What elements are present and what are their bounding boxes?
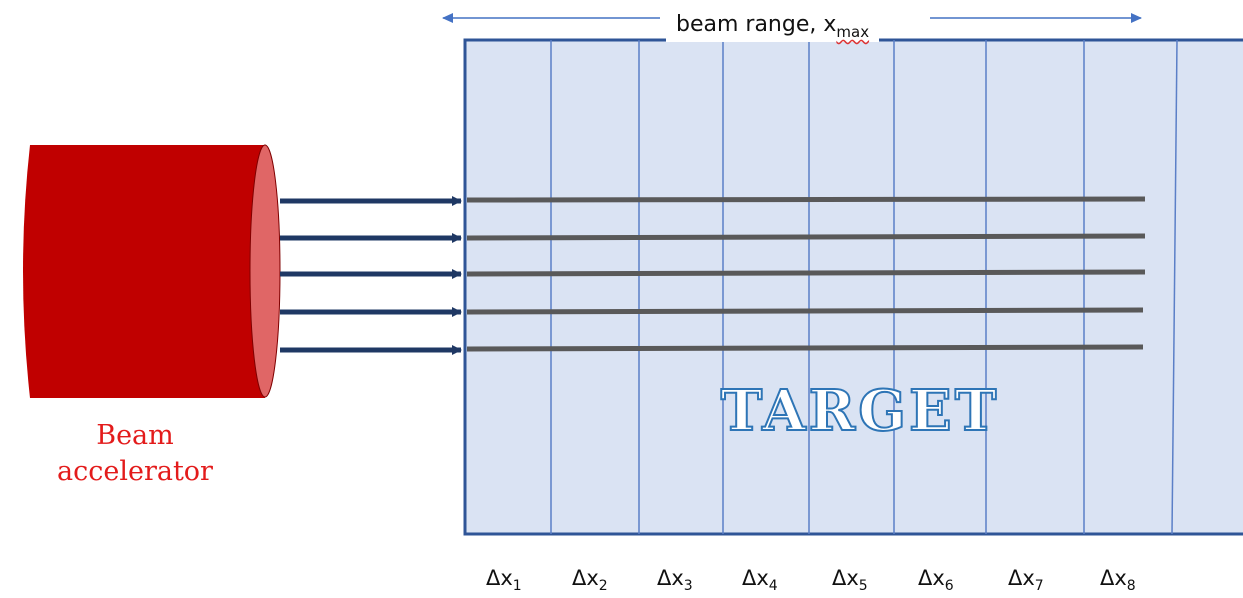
slice-label-subscript: 5 (858, 578, 868, 594)
beam (280, 233, 1146, 243)
beam-accelerator (23, 144, 281, 398)
slice-label-3: Δx3 (657, 566, 693, 594)
slice-label-text: Δx (1008, 566, 1035, 590)
slice-divider (1171, 39, 1178, 535)
beams (280, 196, 1146, 355)
slice-label-text: Δx (657, 566, 684, 590)
slice-label-8: Δx8 (1100, 566, 1136, 594)
slice-label-5: Δx5 (832, 566, 868, 594)
slice-label-7: Δx7 (1008, 566, 1044, 594)
accelerator-label-line1: Beam (96, 420, 174, 451)
slice-label-text: Δx (1100, 566, 1127, 590)
slice-label-text: Δx (918, 566, 945, 590)
beam-range-subscript: max (836, 23, 870, 41)
target-label: TARGET (720, 377, 1000, 445)
slice-label-text: Δx (486, 566, 513, 590)
accelerator-face (249, 144, 281, 398)
accelerator-label-line2: accelerator (57, 456, 213, 487)
slice-dividers (550, 39, 1178, 535)
slice-label-subscript: 4 (768, 578, 778, 594)
slice-label-text: Δx (742, 566, 769, 590)
slice-label-4: Δx4 (742, 566, 778, 594)
beam (280, 344, 1144, 355)
beam (280, 269, 1146, 279)
slice-label-text: Δx (572, 566, 599, 590)
slice-label-subscript: 3 (683, 578, 693, 594)
slice-label-subscript: 6 (944, 578, 954, 594)
accelerator-body (23, 145, 265, 398)
slice-label-2: Δx2 (572, 566, 608, 594)
slice-label-subscript: 8 (1126, 578, 1136, 594)
target-block (463, 38, 1243, 536)
slice-label-text: Δx (832, 566, 859, 590)
beam (280, 307, 1144, 317)
slice-label-6: Δx6 (918, 566, 954, 594)
slice-label-subscript: 7 (1034, 578, 1044, 594)
slice-label-1: Δx1 (486, 566, 522, 594)
beam-range-label: beam range, xmax (666, 8, 880, 42)
slice-label-subscript: 1 (512, 578, 522, 594)
accelerator-label: Beam accelerator (40, 418, 230, 490)
beam (280, 196, 1146, 206)
slice-label-subscript: 2 (598, 578, 608, 594)
beam-range-text: beam range, x (676, 12, 837, 37)
